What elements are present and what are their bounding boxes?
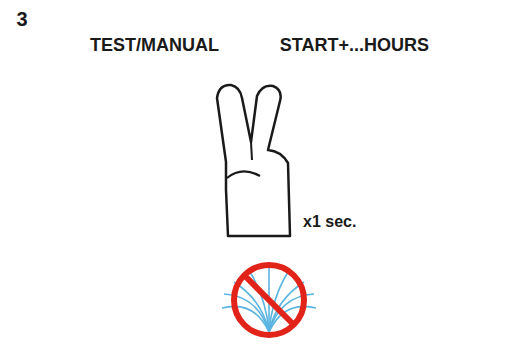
pressing-hand	[217, 85, 290, 236]
button-label: START+...HOURS	[243, 35, 429, 57]
step-number: 3	[6, 4, 38, 31]
prohibition-sign	[234, 265, 304, 335]
button-fill	[243, 70, 333, 160]
duration-label: x1 sec.	[303, 213, 356, 231]
button-label: TEST/MANUAL	[90, 35, 260, 57]
push-button: TEST/MANUAL	[90, 35, 260, 165]
push-button: START+...HOURS	[243, 35, 429, 165]
step-number-circle: 3	[6, 4, 38, 36]
button-fill	[168, 70, 258, 160]
